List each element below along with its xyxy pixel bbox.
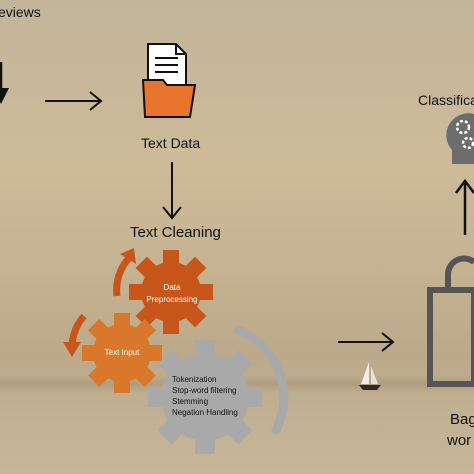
data-preprocessing-gear-label: Data Preprocessing: [144, 282, 200, 306]
arrow-to-text-cleaning: [162, 162, 182, 220]
head-gears-icon: [446, 113, 474, 164]
text-cleaning-steps-gear: [148, 340, 262, 454]
classification-label: Classifica: [418, 92, 474, 108]
sailboat-icon: [359, 362, 381, 390]
arrow-to-classification: [455, 178, 474, 235]
text-input-gear-label: Text Input: [104, 348, 140, 357]
step-stemming: Stemming: [172, 397, 209, 406]
arrow-to-bag-of-words: [338, 332, 395, 352]
document-folder-icon: [141, 43, 197, 118]
bag-of-words-label-line2: wor: [447, 432, 472, 449]
text-data-label: Text Data: [141, 135, 201, 151]
orange-cycle-arrow-left: [63, 313, 87, 357]
step-stop-word-filtering: Stop-word filtering: [172, 386, 237, 395]
arrow-to-text-data: [45, 91, 103, 111]
partial-down-arrow: [0, 62, 9, 104]
data-preprocessing-gear: [129, 250, 213, 334]
step-negation-handling: Negation Handling: [172, 408, 238, 417]
step-tokenization: Tokenization: [172, 375, 217, 384]
orange-cycle-arrow-top: [113, 248, 136, 297]
data-preprocessing-line2: Preprocessing: [146, 295, 198, 304]
gray-cycle-arc: [233, 325, 289, 435]
cleaning-steps-list: Tokenization Stop-word filtering Stemmin…: [172, 374, 238, 418]
data-preprocessing-line1: Data: [163, 283, 181, 292]
text-cleaning-label: Text Cleaning: [130, 224, 221, 241]
bag-of-words-label-line1: Bag: [450, 411, 474, 428]
shopping-bag-icon: [427, 255, 474, 387]
text-input-gear: [82, 313, 162, 393]
reviews-label: eviews: [0, 4, 41, 20]
